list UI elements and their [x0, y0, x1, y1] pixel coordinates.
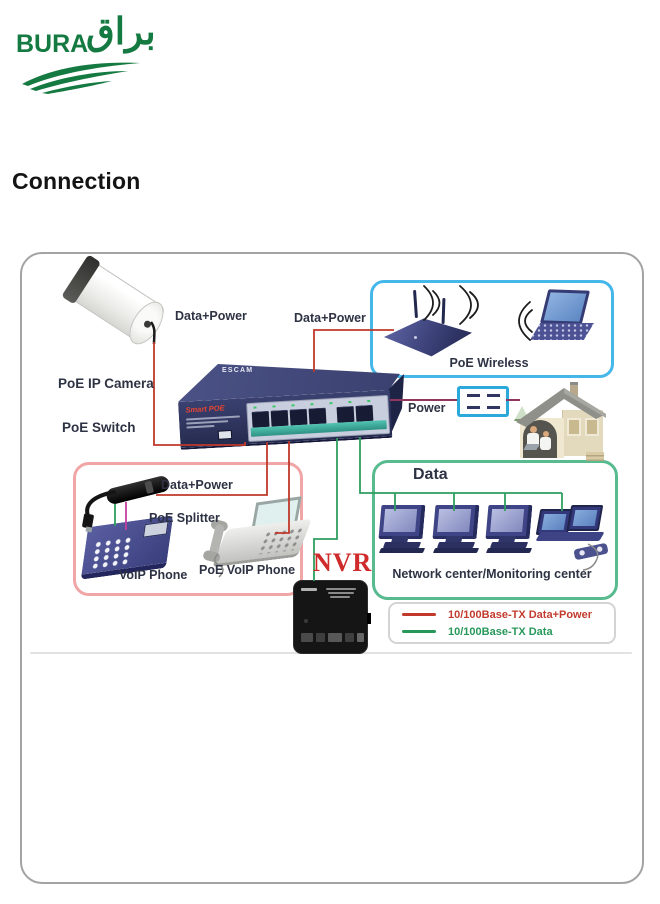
switch-model-label: Smart POE	[185, 403, 225, 415]
rj45-port	[270, 409, 289, 427]
legend-label: 10/100Base-TX Data	[448, 625, 553, 638]
house-chimney	[570, 382, 578, 398]
switch-usb-port	[217, 429, 233, 440]
switch-brand-label: ESCAM	[222, 367, 254, 374]
label-network-center: Network center/Monitoring center	[392, 567, 592, 581]
remote-control	[573, 542, 609, 561]
house-window	[567, 418, 581, 436]
adapter-marking	[466, 394, 480, 409]
phone-keypad	[89, 535, 134, 570]
poe-voip-phone-device	[202, 496, 313, 572]
nvr-brand-mark	[301, 588, 317, 591]
router-led	[414, 336, 417, 339]
legend: 10/100Base-TX Data+Power 10/100Base-TX D…	[388, 602, 616, 644]
switch-port-panel	[246, 394, 391, 443]
connection-diagram: ESCAM Smart POE	[20, 252, 644, 884]
phone-keypad	[256, 526, 304, 555]
legend-row-data-power: 10/100Base-TX Data+Power	[402, 609, 614, 621]
desktop-computer	[378, 505, 426, 559]
house-roof	[516, 388, 606, 427]
wing-swoosh-icon	[22, 62, 140, 94]
label-power: Power	[408, 401, 446, 415]
laptop-in-house	[523, 444, 540, 450]
wifi-signal-icon	[518, 301, 533, 341]
brand-logo: BURA براق	[14, 8, 174, 100]
house-illustration	[514, 382, 608, 466]
monitoring-workstation	[534, 502, 618, 562]
router-antenna	[413, 289, 418, 319]
rj45-port	[251, 410, 270, 428]
rj45-port	[289, 408, 308, 426]
rj45-uplink-port	[355, 404, 374, 422]
wireless-router-device	[384, 285, 488, 364]
house-steps	[586, 452, 604, 461]
label-wireless-link: Data+Power	[294, 311, 366, 325]
nvr-device	[293, 580, 371, 654]
label-poe-ip-camera: PoE IP Camera	[58, 376, 154, 391]
label-camera-link: Data+Power	[175, 309, 247, 323]
switch-spec-text-bar	[186, 424, 215, 429]
wifi-signal-icon	[423, 285, 479, 325]
wireless-laptop-device	[504, 289, 614, 360]
label-data: Data	[413, 466, 448, 483]
rj45-uplink-port	[336, 405, 355, 423]
label-nvr: NVR	[313, 548, 373, 577]
rj45-port	[308, 407, 327, 425]
desktop-computer	[485, 505, 533, 559]
nvr-button	[304, 619, 308, 623]
label-poe-wireless: PoE Wireless	[449, 356, 529, 370]
desktop-computer	[432, 505, 480, 559]
label-poe-splitter: PoE Splitter	[149, 511, 220, 525]
legend-label: 10/100Base-TX Data+Power	[448, 608, 592, 621]
label-poe-switch: PoE Switch	[62, 420, 136, 435]
switch-spec-text-bar	[185, 415, 240, 421]
laptop-keyboard	[530, 323, 594, 340]
section-title: Connection	[12, 168, 141, 194]
brand-name-latin: BURA	[16, 30, 89, 58]
person-figure	[530, 426, 537, 433]
label-poe-voip-phone: PoE VoIP Phone	[199, 563, 296, 577]
label-splitter-link: Data+Power	[161, 478, 233, 492]
nvr-rear-ports	[301, 633, 364, 642]
adapter-marking	[486, 394, 500, 409]
legend-row-data: 10/100Base-TX Data	[402, 626, 614, 638]
legend-green-line-swatch	[402, 630, 436, 633]
house-window	[585, 418, 599, 436]
brand-name-arabic: براق	[86, 11, 156, 52]
person-figure	[543, 431, 549, 437]
legend-red-line-swatch	[402, 613, 436, 616]
label-voip-phone: VoIP Phone	[119, 568, 188, 582]
switch-spec-text-bar	[186, 420, 229, 425]
laptop-screen	[539, 289, 591, 325]
power-adapter	[457, 386, 509, 417]
